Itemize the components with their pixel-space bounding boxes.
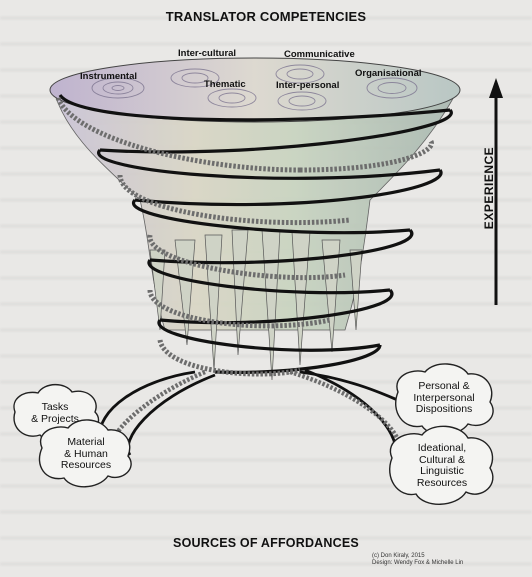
competency-intercultural: Inter-cultural bbox=[178, 48, 236, 59]
affordance-ideational-label: Ideational, Cultural & Linguistic Resour… bbox=[396, 443, 488, 489]
affordance-personal-label: Personal & Interpersonal Dispositions bbox=[398, 381, 490, 416]
root-lines bbox=[100, 370, 410, 455]
diagram-title: TRANSLATOR COMPETENCIES bbox=[0, 9, 532, 24]
affordance-material-label: Material & Human Resources bbox=[46, 437, 126, 472]
funnel-body bbox=[55, 95, 455, 330]
competency-communicative: Communicative bbox=[284, 49, 355, 60]
competency-instrumental: Instrumental bbox=[80, 71, 137, 82]
footer-title: SOURCES OF AFFORDANCES bbox=[0, 536, 532, 550]
credits-design: Design: Wendy Fox & Michelle Lin bbox=[372, 560, 463, 567]
competency-interpersonal: Inter-personal bbox=[276, 80, 339, 91]
experience-axis-label: EXPERIENCE bbox=[482, 128, 496, 248]
affordance-tasks-label: Tasks & Projects bbox=[18, 402, 92, 425]
competency-organisational: Organisational bbox=[355, 68, 422, 79]
credits: (c) Don Kiraly, 2015 Design: Wendy Fox &… bbox=[372, 553, 463, 567]
competency-thematic: Thematic bbox=[204, 79, 246, 90]
credits-copyright: (c) Don Kiraly, 2015 bbox=[372, 553, 463, 560]
